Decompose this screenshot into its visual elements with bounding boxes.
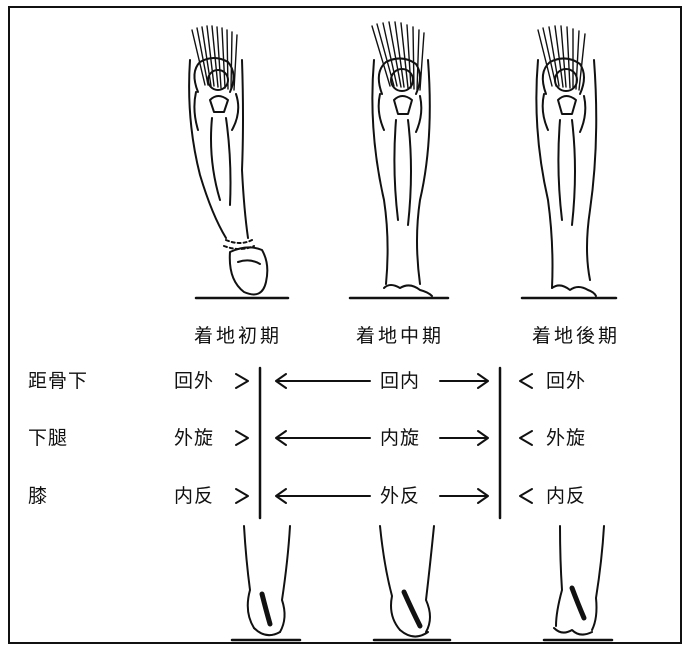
row1-mid-value: 回内: [380, 369, 420, 393]
rear-leg-mid: [374, 526, 450, 640]
row3-late-value: 内反: [546, 484, 586, 508]
row1-early-value: 回外: [174, 369, 214, 393]
row-name-knee: 膝: [28, 484, 48, 508]
leg-outline-right: [242, 60, 248, 238]
leg-outline-right: [587, 60, 596, 280]
rear-leg-late: [544, 526, 612, 640]
row2-early-value: 外旋: [174, 426, 214, 450]
row-name-lower-leg: 下腿: [28, 426, 68, 450]
leg-outline-right: [417, 60, 430, 284]
row3-mid-value: 外反: [380, 484, 420, 508]
row2-late-value: 外旋: [546, 426, 586, 450]
row1-late-value: 回外: [546, 369, 586, 393]
phase-label-early: 着地初期: [194, 324, 282, 348]
row3-early-value: 内反: [174, 484, 214, 508]
row-name-subtalar: 距骨下: [28, 369, 88, 393]
leg-mid-stance: [350, 22, 448, 298]
row2-mid-value: 内旋: [380, 426, 420, 450]
phase-label-mid: 着地中期: [356, 324, 444, 348]
leg-late-stance: [522, 26, 616, 298]
leg-early-stance: [189, 26, 288, 298]
rear-leg-early: [232, 526, 300, 640]
tibia-head: [210, 96, 228, 112]
heel: [230, 247, 268, 294]
phase-label-late: 着地後期: [532, 324, 620, 348]
